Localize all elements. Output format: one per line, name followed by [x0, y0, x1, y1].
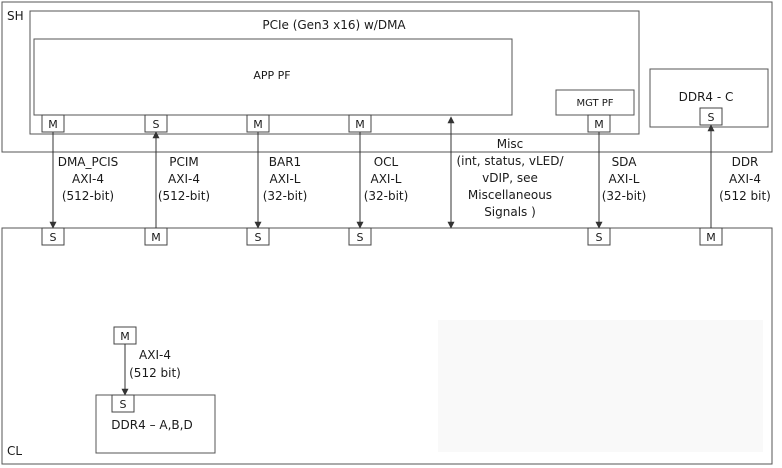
app-pf-block — [33, 38, 513, 116]
label-pcim: PCIM AXI-4 (512-bit) — [158, 155, 210, 203]
app-pf-label: APP PF — [253, 69, 290, 82]
label-misc: Misc (int, status, vLED/ vDIP, see Misce… — [456, 137, 564, 219]
label-ddr-c: DDR AXI-4 (512 bit) — [719, 155, 771, 203]
pcie-title: PCIe (Gen3 x16) w/DMA — [262, 18, 406, 32]
port-sh-dma-pcis: M — [41, 114, 65, 133]
svg-text:Miscellaneous: Miscellaneous — [468, 188, 552, 202]
svg-text:vDIP, see: vDIP, see — [482, 171, 538, 185]
svg-text:(512 bit): (512 bit) — [129, 366, 181, 380]
svg-text:S: S — [596, 231, 603, 244]
port-cl-bar1: S — [246, 227, 270, 246]
port-cl-sda: S — [587, 227, 611, 246]
label-ocl: OCL AXI-L (32-bit) — [364, 155, 409, 203]
svg-text:(32-bit): (32-bit) — [263, 189, 308, 203]
label-dma-pcis: DMA_PCIS AXI-4 (512-bit) — [58, 155, 119, 203]
port-sh-bar1: M — [246, 114, 270, 133]
port-cl-ddr-c: M — [699, 227, 723, 246]
port-cl-dma-pcis: S — [41, 227, 65, 246]
svg-text:AXI-L: AXI-L — [270, 172, 301, 186]
port-sh-sda: M — [587, 114, 611, 133]
port-cl-ddr-local: M — [113, 326, 137, 345]
svg-text:S: S — [50, 231, 57, 244]
svg-text:S: S — [708, 111, 715, 124]
svg-text:(int, status, vLED/: (int, status, vLED/ — [456, 154, 564, 168]
svg-text:PCIM: PCIM — [169, 155, 199, 169]
svg-text:BAR1: BAR1 — [269, 155, 301, 169]
svg-text:AXI-4: AXI-4 — [72, 172, 104, 186]
svg-text:M: M — [151, 231, 161, 244]
svg-text:M: M — [48, 118, 58, 131]
svg-text:(512-bit): (512-bit) — [158, 189, 210, 203]
port-cl-pcim: M — [144, 227, 168, 246]
svg-text:M: M — [253, 118, 263, 131]
svg-text:AXI-L: AXI-L — [371, 172, 402, 186]
svg-text:M: M — [594, 118, 604, 131]
mgt-pf-block — [555, 89, 635, 116]
label-sda: SDA AXI-L (32-bit) — [602, 155, 647, 203]
svg-text:S: S — [357, 231, 364, 244]
svg-text:M: M — [120, 330, 130, 343]
cl-label: CL — [7, 444, 22, 458]
svg-text:(32-bit): (32-bit) — [602, 189, 647, 203]
svg-text:AXI-L: AXI-L — [609, 172, 640, 186]
svg-text:OCL: OCL — [374, 155, 399, 169]
sh-label: SH — [7, 9, 24, 23]
svg-text:(512 bit): (512 bit) — [719, 189, 771, 203]
svg-text:S: S — [255, 231, 262, 244]
svg-text:M: M — [706, 231, 716, 244]
cl-blank-panel — [438, 320, 763, 452]
port-ddr4-abd: S — [111, 394, 135, 413]
ddr4-c-label: DDR4 - C — [679, 90, 734, 104]
svg-text:Signals ): Signals ) — [484, 205, 536, 219]
port-sh-pcim: S — [144, 114, 168, 133]
svg-text:M: M — [355, 118, 365, 131]
svg-text:AXI-4: AXI-4 — [139, 348, 171, 362]
port-ddr4-c: S — [699, 107, 723, 126]
svg-text:AXI-4: AXI-4 — [729, 172, 761, 186]
svg-text:DDR: DDR — [732, 155, 759, 169]
svg-text:S: S — [153, 118, 160, 131]
port-sh-ocl: M — [348, 114, 372, 133]
svg-text:S: S — [120, 398, 127, 411]
port-cl-ocl: S — [348, 227, 372, 246]
svg-text:SDA: SDA — [612, 155, 638, 169]
svg-text:AXI-4: AXI-4 — [168, 172, 200, 186]
label-bar1: BAR1 AXI-L (32-bit) — [263, 155, 308, 203]
svg-text:(512-bit): (512-bit) — [62, 189, 114, 203]
ddr4-abd-label: DDR4 – A,B,D — [111, 418, 192, 432]
mgt-pf-label: MGT PF — [576, 98, 613, 109]
svg-text:(32-bit): (32-bit) — [364, 189, 409, 203]
svg-text:DMA_PCIS: DMA_PCIS — [58, 155, 119, 169]
label-ddr-local: AXI-4 (512 bit) — [129, 348, 181, 380]
svg-text:Misc: Misc — [497, 137, 524, 151]
